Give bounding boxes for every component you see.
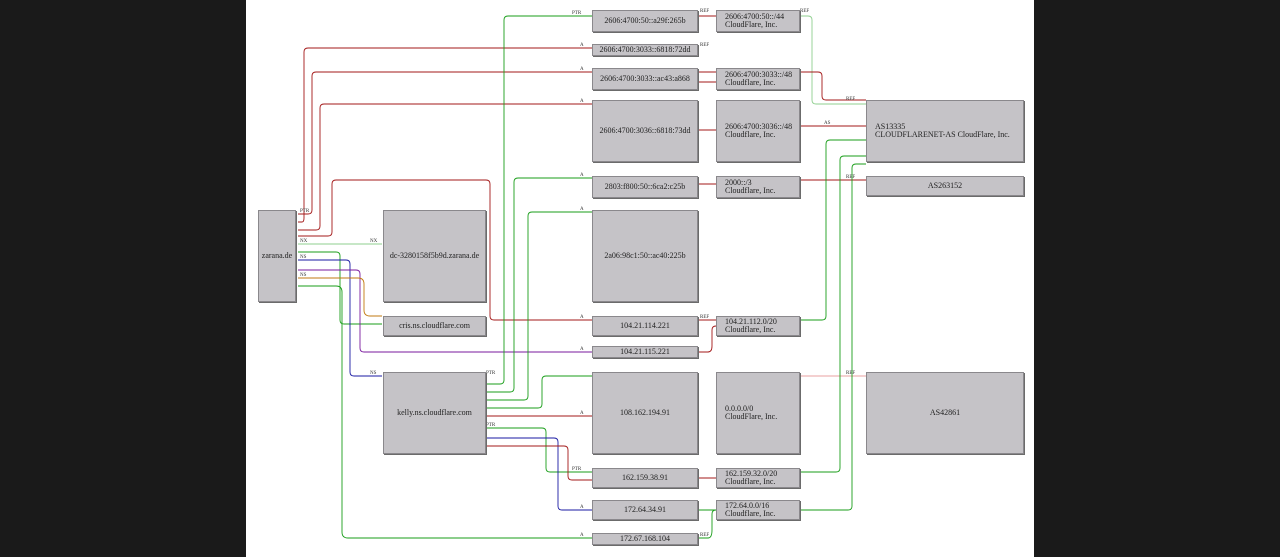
asn-node[interactable]: AS263152: [866, 176, 1024, 196]
edge-label: PTR: [572, 467, 582, 472]
ip-node[interactable]: 172.67.168.104: [592, 533, 698, 545]
domain-node-dc[interactable]: dc-3280158f5b9d.zarana.de: [383, 210, 486, 302]
ip-node[interactable]: 2606:4700:3033::ac43:a868: [592, 68, 698, 90]
edge-label: NS: [370, 371, 377, 376]
edge-label: PTR: [300, 209, 310, 214]
ip-node[interactable]: 172.64.34.91: [592, 500, 698, 520]
edge-label: A: [580, 505, 584, 510]
prefix-node[interactable]: 2606:4700:50::/44 CloudFlare, Inc.: [716, 10, 800, 32]
edge-label-group: PTR A A A A A A A A PTR A A NX NS PTR NX…: [300, 9, 855, 538]
edge-label: PTR: [486, 423, 496, 428]
ip-node[interactable]: 104.21.115.221: [592, 346, 698, 358]
edge-label: A: [580, 411, 584, 416]
domain-node-kelly[interactable]: kelly.ns.cloudflare.com: [383, 372, 486, 454]
ip-node[interactable]: 2803:f800:50::6ca2:c25b: [592, 176, 698, 198]
edge-label: REF: [700, 315, 709, 320]
ip-node[interactable]: 2a06:98c1:50::ac40:225b: [592, 210, 698, 302]
domain-node-cris[interactable]: cris.ns.cloudflare.com: [383, 316, 486, 336]
edge-label: AS: [824, 121, 831, 126]
edge-label: A: [580, 533, 584, 538]
edge-label: NS: [300, 273, 307, 278]
prefix-node[interactable]: 2606:4700:3033::/48 Cloudflare, Inc.: [716, 68, 800, 90]
dependency-graph: PTR A A A A A A A A PTR A A NX NS PTR NX…: [246, 0, 1034, 557]
edge-label: REF: [846, 371, 855, 376]
prefix-node[interactable]: 104.21.112.0/20 Cloudflare, Inc.: [716, 316, 800, 336]
edge-label: NS: [300, 255, 307, 260]
edge-label: A: [580, 99, 584, 104]
edge-label: A: [580, 173, 584, 178]
ip-node[interactable]: 104.21.114.221: [592, 316, 698, 336]
edge-label: REF: [800, 9, 809, 14]
edge-label: REF: [700, 9, 709, 14]
domain-node-zarana[interactable]: zarana.de: [258, 210, 296, 302]
prefix-node[interactable]: 172.64.0.0/16 Cloudflare, Inc.: [716, 500, 800, 520]
edge-label: A: [580, 315, 584, 320]
edge-label: A: [580, 207, 584, 212]
prefix-node[interactable]: 162.159.32.0/20 Cloudflare, Inc.: [716, 468, 800, 488]
prefix-node[interactable]: 2000::/3 Cloudflare, Inc.: [716, 176, 800, 198]
edge-label: REF: [700, 533, 709, 538]
ip-node[interactable]: 2606:4700:3036::6818:73dd: [592, 100, 698, 162]
edge-label: REF: [700, 43, 709, 48]
prefix-node[interactable]: 2606:4700:3036::/48 Cloudflare, Inc.: [716, 100, 800, 162]
edge-label: A: [580, 43, 584, 48]
ip-node[interactable]: 2606:4700:3033::6818:72dd: [592, 44, 698, 56]
asn-node[interactable]: AS13335 CLOUDFLARENET-AS CloudFlare, Inc…: [866, 100, 1024, 162]
ip-node[interactable]: 2606:4700:50::a29f:265b: [592, 10, 698, 32]
edge-label: REF: [846, 175, 855, 180]
edge-label: REF: [846, 97, 855, 102]
edge-label: NX: [300, 239, 308, 244]
asn-node[interactable]: AS42861: [866, 372, 1024, 454]
ip-node[interactable]: 108.162.194.91: [592, 372, 698, 454]
edge-label: PTR: [486, 371, 496, 376]
edges-layer: PTR A A A A A A A A PTR A A NX NS PTR NX…: [298, 9, 866, 539]
ip-node[interactable]: 162.159.38.91: [592, 468, 698, 488]
edge-label: A: [580, 67, 584, 72]
prefix-node[interactable]: 0.0.0.0/0 CloudFlare, Inc.: [716, 372, 800, 454]
edge-label: A: [580, 347, 584, 352]
edge-label: PTR: [572, 11, 582, 16]
edge-label: NX: [370, 239, 378, 244]
